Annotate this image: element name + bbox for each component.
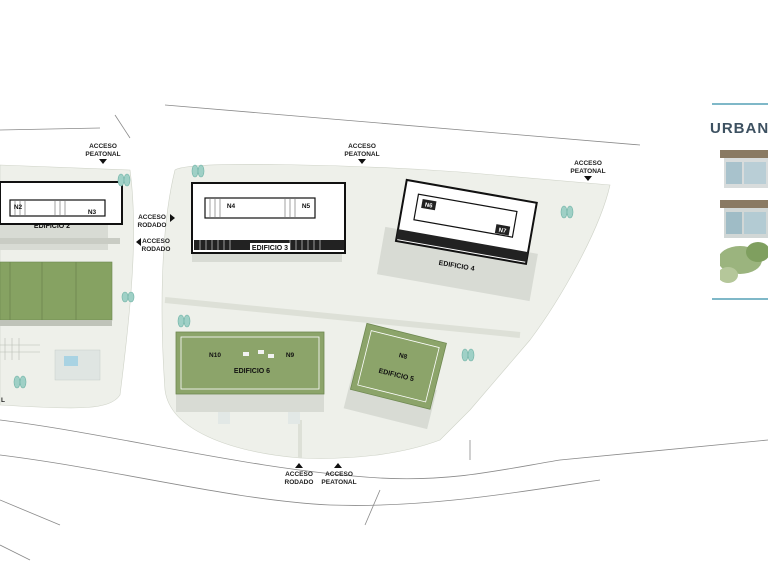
unit-n7-label: N7 — [498, 228, 507, 235]
urban-panel: URBAN — [710, 100, 768, 305]
acceso-peatonal-bottom-l1: ACCESO — [325, 471, 353, 478]
tree-icon — [191, 164, 205, 178]
acceso-rodado-bottom-l2: RODADO — [285, 479, 314, 486]
edge-label: L — [1, 397, 5, 404]
acceso-peatonal-bottom-l2: PEATONAL — [321, 479, 356, 486]
tree-icons — [13, 164, 574, 389]
unit-n2-label: N2 — [14, 204, 23, 211]
unit-n8-label: N8 — [398, 352, 408, 361]
unit-n5-label: N5 — [302, 203, 311, 210]
building-edificio-3-label: EDIFICIO 3 — [252, 245, 288, 252]
building-edificio-5: N8 EDIFICIO 5 — [343, 322, 447, 430]
unit-n6-label: N6 — [424, 202, 433, 209]
arrow-up-icon — [334, 463, 342, 468]
acceso-peatonal-3-l1: ACCESO — [574, 160, 602, 167]
unit-n9-label: N9 — [286, 352, 295, 359]
arrow-down-icon — [584, 176, 592, 181]
building-edificio-2: N2 N3 EDIFICIO 2 L — [0, 181, 123, 404]
unit-n3-label: N3 — [88, 209, 97, 216]
arrow-right-icon — [170, 214, 175, 222]
building-edificio-2-label: EDIFICIO 2 — [34, 223, 70, 230]
unit-n10-label: N10 — [209, 352, 221, 359]
acceso-rodado-bottom-l1: ACCESO — [285, 471, 313, 478]
top-rule — [712, 103, 768, 105]
acceso-rodado-2-l2: RODADO — [142, 246, 171, 253]
acceso-peatonal-2-l1: ACCESO — [348, 143, 376, 150]
tree-icon — [121, 291, 135, 303]
urban-title: URBAN — [710, 120, 768, 137]
building-edificio-4: N6 N7 EDIFICIO 4 — [376, 178, 538, 302]
acceso-rodado-2-l1: ACCESO — [142, 238, 170, 245]
access-labels: ACCESO PEATONAL ACCESO PEATONAL ACCESO P… — [85, 143, 605, 486]
acceso-rodado-1-l2: RODADO — [138, 222, 167, 229]
bottom-rule — [712, 298, 768, 300]
tree-icon — [461, 348, 475, 362]
tree-icon — [560, 205, 574, 219]
acceso-peatonal-1-l1: ACCESO — [89, 143, 117, 150]
acceso-peatonal-3-l2: PEATONAL — [570, 168, 605, 175]
unit-n4-label: N4 — [227, 203, 236, 210]
tree-icon — [13, 375, 27, 389]
arrow-up-icon — [295, 463, 303, 468]
arrow-left-icon — [136, 238, 141, 246]
arrow-down-icon — [358, 159, 366, 164]
acceso-rodado-1-l1: ACCESO — [138, 214, 166, 221]
acceso-peatonal-1-l2: PEATONAL — [85, 151, 120, 158]
acceso-peatonal-2-l2: PEATONAL — [344, 151, 379, 158]
building-edificio-3: N4 N5 EDIFICIO 3 — [191, 182, 346, 262]
arrow-down-icon — [99, 159, 107, 164]
building-illustration — [720, 150, 768, 283]
tree-icon — [117, 173, 131, 187]
building-edificio-6: N10 N9 EDIFICIO 6 — [175, 331, 325, 424]
building-edificio-6-label: EDIFICIO 6 — [234, 368, 270, 375]
tree-icon — [177, 314, 191, 328]
road-lines — [0, 104, 768, 561]
